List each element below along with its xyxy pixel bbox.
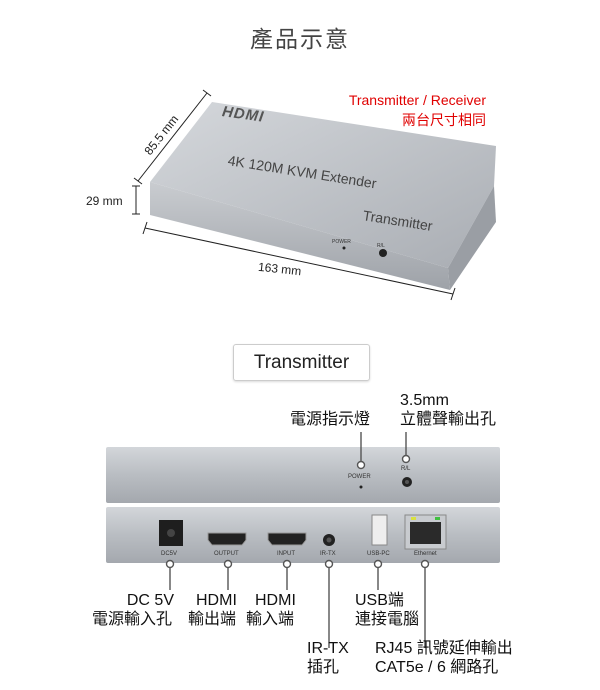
dim-height: 29 mm xyxy=(86,194,123,208)
dimension-lines xyxy=(132,89,456,301)
port-dc5v: DC5V xyxy=(161,551,178,557)
callout-dc-line1: DC 5V xyxy=(126,592,174,609)
port-input: INPUT xyxy=(277,551,295,557)
callout-in-line1: HDMI xyxy=(255,592,296,609)
device-3d-view xyxy=(150,102,496,290)
callout-eth-line2: CAT5e / 6 網路孔 xyxy=(375,659,499,676)
section-label: Transmitter xyxy=(233,344,370,381)
callout-ir-line1: IR-TX xyxy=(307,640,349,657)
callout-usb-line2: 連接電腦 xyxy=(355,611,420,628)
top-power-label: POWER xyxy=(332,239,351,245)
callout-dc-line2: 電源輸入孔 xyxy=(92,611,173,628)
top-rl-label: R/L xyxy=(377,243,385,249)
callout-lines xyxy=(165,432,430,648)
page-title: 產品示意 xyxy=(250,26,350,52)
note-line2: 兩台尺寸相同 xyxy=(402,112,486,128)
callout-power: 電源指示燈 xyxy=(290,411,371,428)
front-rl-label: R/L xyxy=(401,466,411,472)
callout-audio-line2: 立體聲輸出孔 xyxy=(400,411,497,428)
port-usb-pc: USB-PC xyxy=(367,551,390,557)
callout-audio-line1: 3.5mm xyxy=(400,392,449,409)
front-panel xyxy=(106,447,500,503)
callout-eth-line1: RJ45 訊號延伸輸出 xyxy=(375,640,513,657)
callout-out-line1: HDMI xyxy=(196,592,237,609)
note-line1: Transmitter / Receiver xyxy=(348,92,486,108)
port-ir-tx: IR-TX xyxy=(320,551,336,557)
callout-in-line2: 輸入端 xyxy=(246,611,295,628)
port-output: OUTPUT xyxy=(214,551,239,557)
callout-usb-line1: USB端 xyxy=(355,592,404,609)
callout-ir-line2: 插孔 xyxy=(307,659,340,676)
port-ethernet: Ethernet xyxy=(414,551,437,557)
front-power-label: POWER xyxy=(348,474,371,480)
callout-out-line2: 輸出端 xyxy=(188,611,237,628)
